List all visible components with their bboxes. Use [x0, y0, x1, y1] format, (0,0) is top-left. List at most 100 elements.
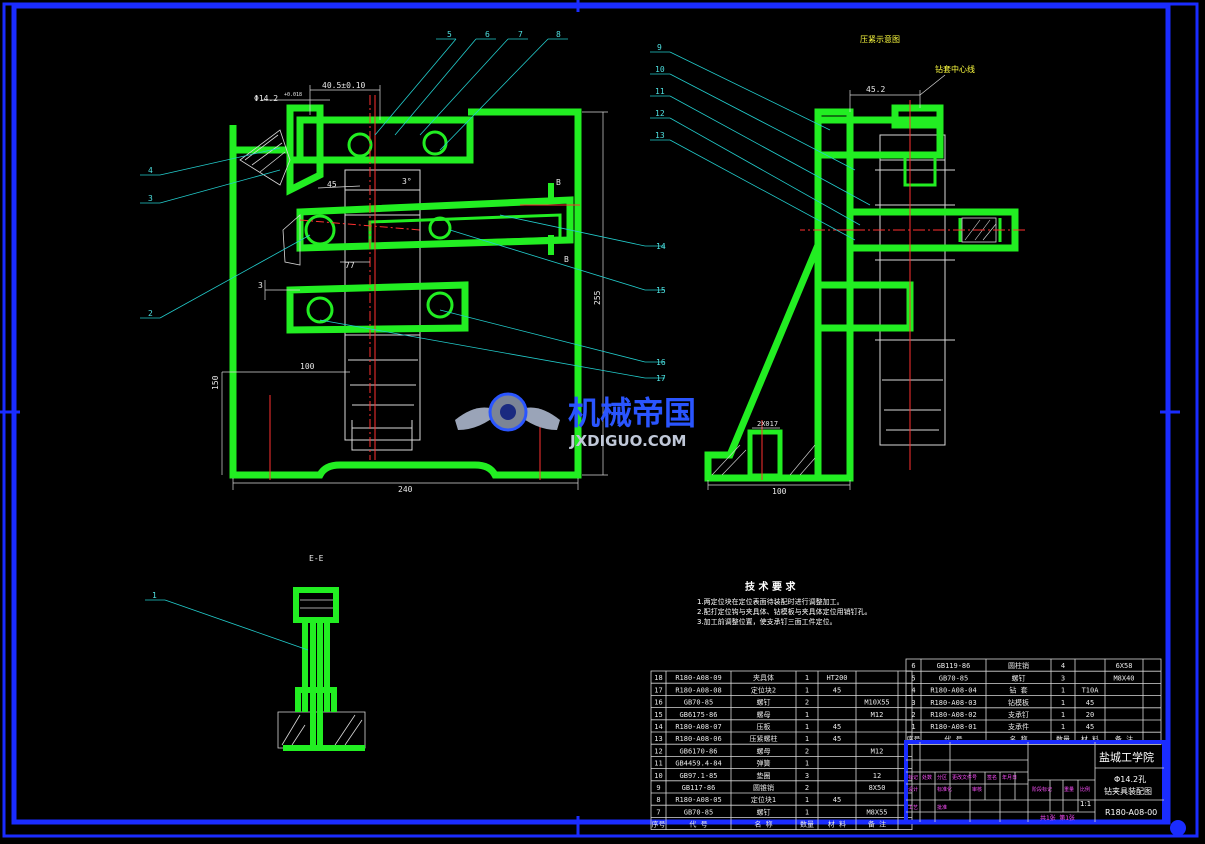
section-mark-b-top: B: [556, 178, 561, 187]
dim-240: 240: [398, 485, 413, 494]
bom_right-cell: 1: [911, 723, 915, 731]
bom_left-header-cell: 备 注: [868, 820, 886, 829]
watermark-en: JXDIGUO.COM: [569, 432, 686, 450]
bom_left-cell: GB70-85: [684, 808, 714, 816]
bom_left-cell: HT200: [826, 674, 847, 682]
svg-text:比例: 比例: [1080, 786, 1090, 793]
dim-3: 3: [258, 281, 263, 290]
bom_left-cell: R180-A08-09: [675, 674, 721, 682]
bom_right-cell: 20: [1086, 711, 1094, 719]
bom_right-cell: 6: [911, 662, 915, 670]
dim-45-2: 45.2: [866, 85, 885, 94]
bom_left-cell: 3: [805, 772, 809, 780]
bom_right-header-cell: 代 号: [944, 734, 962, 743]
bom_right-cell: 6X58: [1116, 662, 1133, 670]
bom_right-header-cell: 序号: [907, 734, 921, 743]
bom_left-cell: 9: [656, 784, 660, 792]
bom_right-cell: GB119-86: [937, 662, 971, 670]
bom_left-border: [650, 670, 913, 831]
bom_left-cell: 1: [805, 796, 809, 804]
bom_left-cell: 2: [805, 747, 809, 755]
bom_left-cell: 垫圈: [757, 771, 771, 780]
bom_left-cell: 14: [654, 723, 662, 731]
bom_left-cell: 15: [654, 711, 662, 719]
bom_left-cell: M8X55: [866, 808, 887, 816]
bom_left-cell: 定位块1: [751, 795, 776, 804]
bom_left-cell: 45: [833, 723, 841, 731]
bom_right-cell: 3: [911, 699, 915, 707]
balloon-16: 16: [656, 358, 666, 367]
dim-77: 77: [345, 261, 355, 270]
bom_right-cell: 钻 套: [1009, 686, 1027, 695]
bom_left-cell: GB70-85: [684, 699, 714, 707]
svg-text:处数: 处数: [922, 774, 932, 781]
bom_right-cell: 圆柱销: [1008, 661, 1029, 670]
bom_right-cell: 1: [1061, 687, 1065, 695]
title-part-2: 钻夹具装配图: [1104, 786, 1152, 796]
balloon-10: 10: [655, 65, 665, 74]
dim-offset: 40.5±0.10: [322, 81, 366, 90]
bom_right-cell: 1: [1061, 711, 1065, 719]
svg-text:设计: 设计: [908, 786, 918, 793]
balloon-7: 7: [518, 30, 523, 39]
bom_right-cell: 45: [1086, 699, 1094, 707]
dim-255: 255: [593, 290, 602, 305]
balloon-5: 5: [447, 30, 452, 39]
dim-slot: 2X017: [757, 420, 778, 428]
bom_left-cell: 压紧螺柱: [750, 734, 778, 743]
tech-req-line-3: 3.加工前调整位置，使支承钉三面工件定位。: [697, 617, 837, 626]
bom_left-cell: 2: [805, 784, 809, 792]
balloon-8: 8: [556, 30, 561, 39]
bom_left-cell: R180-A08-05: [675, 796, 721, 804]
section-e-e: E-E 1: [145, 554, 366, 751]
bom_right-cell: R180-A08-02: [930, 711, 976, 719]
dim-45: 45: [327, 180, 337, 189]
bom_left-cell: 18: [654, 674, 662, 682]
bom_left-header-cell: 数量: [800, 820, 814, 829]
balloon-2: 2: [148, 309, 153, 318]
bom_left-cell: 1: [805, 723, 809, 731]
bom_right-cell: 45: [1086, 723, 1094, 731]
watermark: 机械帝国 JXDIGUO.COM: [455, 392, 696, 450]
bom_left-cell: M12: [871, 711, 884, 719]
balloon-15: 15: [656, 286, 666, 295]
svg-text:重量: 重量: [1064, 786, 1074, 793]
svg-text:阶段标记: 阶段标记: [1032, 786, 1052, 793]
front-view: 40.5±0.10 Φ14.2 +0.018 45 3° 77 100 150 …: [140, 30, 666, 494]
bom_right-cell: 2: [911, 711, 915, 719]
balloon-1: 1: [152, 591, 157, 600]
bom_left-cell: R180-A08-06: [675, 735, 721, 743]
bom_left-cell: GB4459.4-84: [675, 760, 721, 768]
watermark-cn: 机械帝国: [568, 394, 696, 432]
bom_left-cell: 2: [805, 699, 809, 707]
bom_left-header-cell: 序号: [652, 820, 666, 829]
title-sheet: 共1张 第1张: [1040, 814, 1075, 822]
section-label: E-E: [309, 554, 324, 563]
bom_left-cell: 1: [805, 686, 809, 694]
title-scale: 1:1: [1080, 800, 1091, 808]
bom_left-cell: 1: [805, 711, 809, 719]
bom_right-border: [905, 658, 1162, 745]
tech-req-line-1: 1.两定位块在定位表面待装配时进行调整加工。: [697, 597, 844, 606]
bom_left-cell: 螺母: [757, 710, 771, 719]
bom_right-cell: 螺钉: [1012, 673, 1026, 682]
bom_left-cell: 夹具体: [753, 673, 774, 682]
dim-hole-tol: +0.018: [284, 92, 302, 98]
balloon-12: 12: [655, 109, 665, 118]
title-school: 盐城工学院: [1099, 750, 1154, 764]
bom_right-cell: R180-A08-04: [930, 687, 976, 695]
bom_left-cell: 7: [656, 808, 660, 816]
bom_right-cell: 5: [911, 674, 915, 682]
bom_left-cell: 12: [654, 747, 662, 755]
bom_left-cell: 弹簧: [757, 759, 771, 768]
dim-hole: Φ14.2: [254, 94, 278, 103]
title-part-1: Φ14.2孔: [1114, 775, 1146, 784]
bom_left-cell: R180-A08-07: [675, 723, 721, 731]
dim-100-left: 100: [300, 362, 315, 371]
bom_left-cell: 13: [654, 735, 662, 743]
balloon-17: 17: [656, 374, 666, 383]
bom_left-cell: M10X55: [864, 699, 889, 707]
watermark-gear-icon: [455, 392, 560, 432]
